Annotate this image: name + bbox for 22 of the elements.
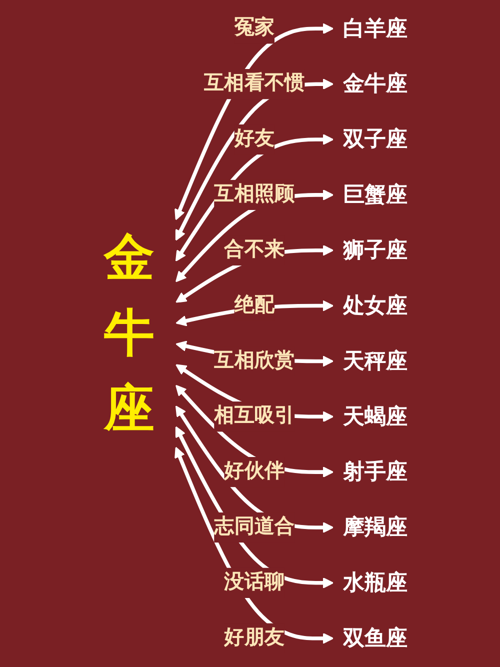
edge-label: 互相看不惯 — [204, 72, 305, 94]
node-text: 天蝎座 — [343, 404, 408, 428]
node-text: 巨蟹座 — [343, 182, 408, 207]
node-text: 射手座 — [343, 460, 408, 484]
arrow — [175, 78, 334, 241]
arrow — [176, 189, 334, 282]
node-text: 摩羯座 — [343, 515, 408, 540]
arrow — [175, 406, 334, 534]
edge-label: 互相欣赏 — [214, 350, 295, 372]
node-text: 金牛座 — [104, 230, 154, 437]
node-text: 天秤座 — [343, 348, 408, 373]
edge-label: 冤家 — [234, 17, 275, 39]
edge-label: 没话聊 — [224, 572, 285, 593]
node-text: 金牛座 — [343, 72, 408, 96]
node-text: 狮子座 — [343, 238, 408, 262]
arrow — [175, 134, 334, 262]
node-text: 白羊座 — [343, 16, 408, 40]
edge-label: 合不来 — [224, 239, 285, 260]
edge-label: 互相照顾 — [214, 184, 295, 206]
edge-label: 志同道合 — [214, 516, 295, 538]
arrow — [176, 384, 334, 478]
edge-label: 绝配 — [234, 294, 275, 316]
